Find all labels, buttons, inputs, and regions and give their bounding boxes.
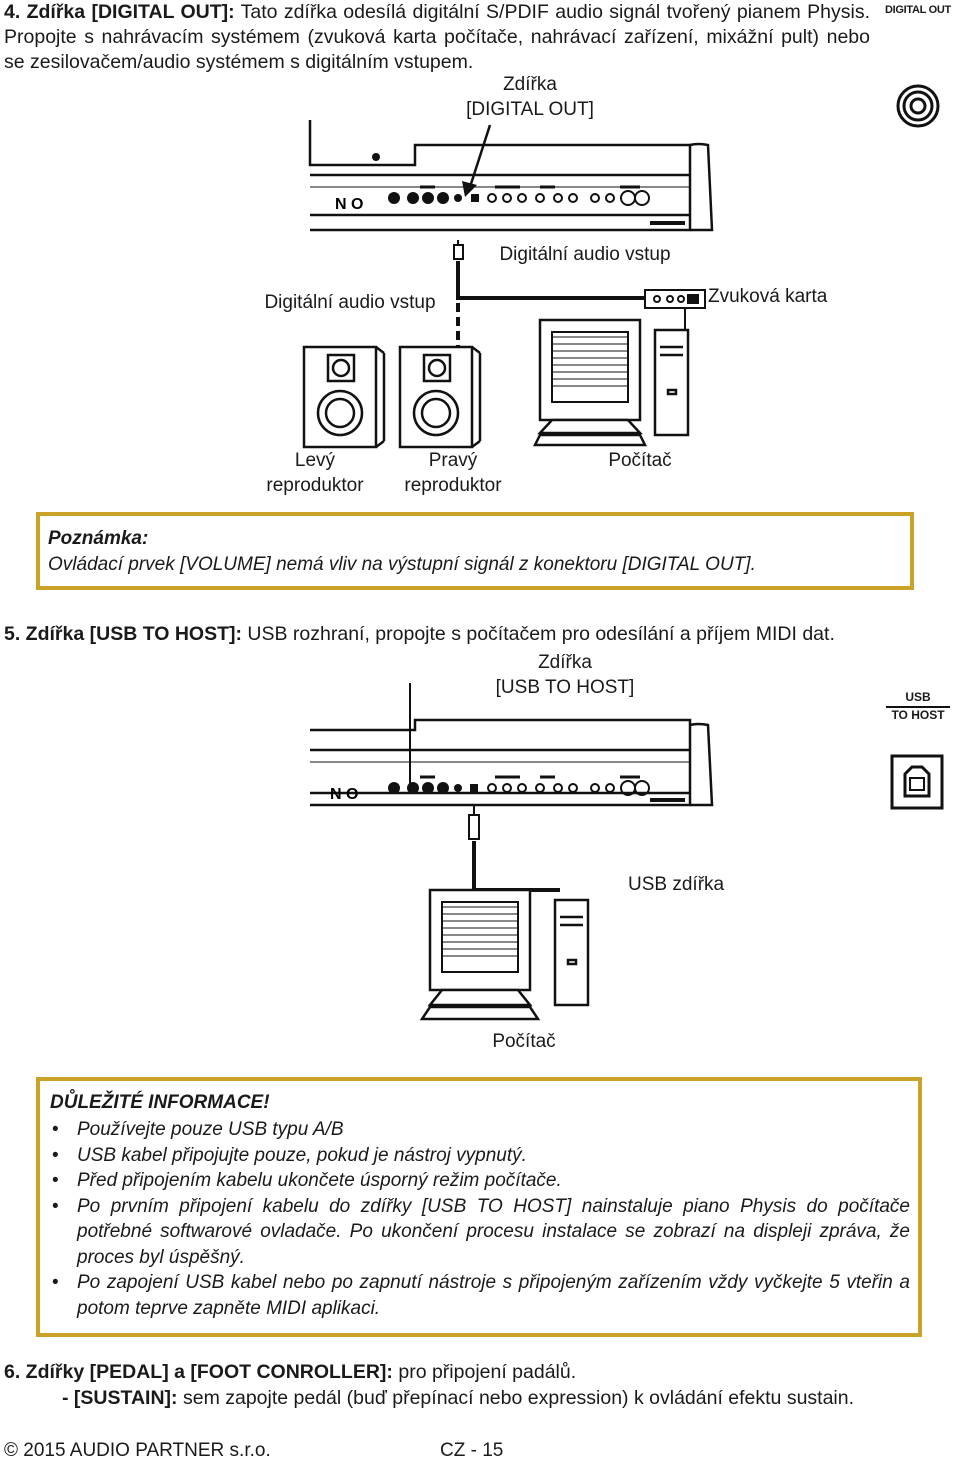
usb-to-host-icon: USB TO HOST	[880, 690, 956, 830]
computer-label-1: Počítač	[608, 450, 672, 471]
note-text: Ovládací prvek [VOLUME] nemá vliv na výs…	[48, 554, 756, 575]
note-box: Poznámka: Ovládací prvek [VOLUME] nemá v…	[36, 512, 914, 590]
important-title: DŮLEŽITÉ INFORMACE!	[50, 1092, 270, 1113]
coaxial-jack-icon	[896, 84, 940, 128]
usb-diagram: N O	[310, 683, 714, 1021]
sustain-label: - [SUSTAIN]:	[62, 1387, 178, 1409]
digital-out-caption: DIGITAL OUT	[885, 4, 951, 16]
usb-jack-label: Zdířka [USB TO HOST]	[470, 650, 660, 700]
important-item: Před připojením kabelu ukončete úsporný …	[50, 1168, 910, 1194]
footer-page-number: CZ - 15	[440, 1440, 504, 1461]
footer-copyright: © 2015 AUDIO PARTNER s.r.o.	[4, 1440, 271, 1461]
section5-title: 5. Zdířka [USB TO HOST]:	[4, 623, 242, 645]
digital-out-icon: DIGITAL OUT	[880, 4, 956, 128]
sustain-text: sem zapojte pedál (buď přepínací nebo ex…	[182, 1387, 855, 1409]
section6-text: pro připojení padálů.	[398, 1361, 577, 1383]
section4-title: 4. Zdířka [DIGITAL OUT]:	[4, 1, 235, 23]
important-item: Po zapojení USB kabel nebo po zapnutí ná…	[50, 1270, 910, 1321]
digital-out-diagram: N O	[302, 120, 714, 449]
left-speaker-line2: reproduktor	[266, 475, 364, 496]
piano-rear-panel	[308, 120, 714, 232]
usb-jack-label-line1: Zdířka	[538, 652, 592, 673]
sound-card-label: Zvuková karta	[708, 286, 828, 307]
important-box: DŮLEŽITÉ INFORMACE! Používejte pouze USB…	[36, 1077, 922, 1337]
left-speaker-icon	[302, 345, 386, 449]
digital-input-top-label: Digitální audio vstup	[499, 244, 671, 265]
important-item: Používejte pouze USB typu A/B	[50, 1117, 910, 1143]
usb-b-port-icon	[890, 754, 944, 810]
section6-sustain: - [SUSTAIN]: sem zapojte pedál (buď přep…	[4, 1386, 954, 1411]
panel-letters: N O	[335, 196, 363, 213]
section4-text: Tato zdířka odesílá digitální S/PDIF aud…	[4, 1, 870, 73]
section6-heading: 6. Zdířky [PEDAL] a [FOOT CONROLLER]: pr…	[4, 1360, 954, 1385]
computer-icon	[532, 318, 690, 447]
usb-jack-label-line2: [USB TO HOST]	[495, 677, 635, 698]
jack-label-line1: Zdířka	[503, 74, 557, 95]
section5-text: USB rozhraní, propojte s počítačem pro o…	[247, 623, 835, 645]
usb-port-label: USB zdířka	[628, 874, 725, 895]
right-speaker-icon	[398, 345, 482, 449]
usb-icon-caption-2: TO HOST	[891, 708, 945, 722]
digital-out-jack-label: Zdířka [DIGITAL OUT]	[440, 72, 620, 122]
left-speaker-line1: Levý	[294, 450, 336, 471]
computer-icon-2	[419, 888, 590, 1021]
digital-input-left-label: Digitální audio vstup	[264, 292, 436, 313]
section4-paragraph: 4. Zdířka [DIGITAL OUT]: Tato zdířka ode…	[4, 0, 870, 75]
jack-label-line2: [DIGITAL OUT]	[466, 99, 594, 120]
left-speaker-label: Levý reproduktor	[255, 448, 375, 498]
usb-plug	[468, 805, 480, 840]
right-speaker-label: Pravý reproduktor	[393, 448, 513, 498]
coaxial-plug	[453, 240, 464, 260]
important-item: Po prvním připojení kabelu do zdířky [US…	[50, 1194, 910, 1271]
usb-icon-caption-1: USB	[905, 690, 931, 704]
piano-rear-panel-2	[310, 718, 714, 807]
important-list: Používejte pouze USB typu A/B USB kabel …	[50, 1117, 910, 1321]
right-speaker-line1: Pravý	[428, 450, 478, 471]
note-title: Poznámka:	[48, 528, 149, 549]
panel-letters-2: N O	[330, 786, 358, 803]
sound-card-icon	[644, 289, 706, 309]
computer-label-2: Počítač	[492, 1031, 556, 1052]
section5-paragraph: 5. Zdířka [USB TO HOST]: USB rozhraní, p…	[4, 622, 954, 647]
section6-title: 6. Zdířky [PEDAL] a [FOOT CONROLLER]:	[4, 1361, 393, 1383]
important-item: USB kabel připojujte pouze, pokud je nás…	[50, 1143, 910, 1169]
right-speaker-line2: reproduktor	[404, 475, 502, 496]
